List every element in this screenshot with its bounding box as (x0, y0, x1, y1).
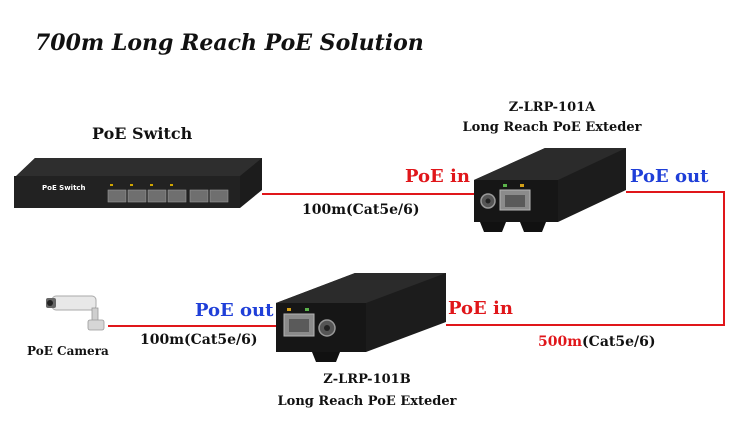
cable-lines (108, 191, 725, 327)
extender-a-poe-in-label: PoE in (405, 166, 470, 187)
extender-a-name: Long Reach PoE Exteder (462, 120, 642, 135)
cable-extender-a-to-b (446, 191, 725, 326)
poe-switch-device: PoE Switch (14, 158, 262, 208)
extender-a-device (474, 148, 626, 232)
extender-b-device (276, 273, 446, 362)
extender-b-poe-out-label: PoE out (195, 300, 274, 321)
cable-label-a-to-b: 500m(Cat5e/6) (538, 334, 655, 350)
extender-b-name: Long Reach PoE Exteder (277, 394, 457, 409)
cable-label-b-to-camera: 100m(Cat5e/6) (140, 332, 258, 348)
switch-leds (110, 184, 173, 186)
extender-b-poe-in-label: PoE in (448, 298, 513, 319)
cable-length-a-to-b: 500m (538, 334, 583, 350)
poe-camera-device (46, 295, 105, 331)
switch-label: PoE Switch (92, 124, 193, 143)
switch-ports (107, 189, 229, 203)
page-title: 700m Long Reach PoE Solution (35, 30, 424, 56)
cable-type-a-to-b: (Cat5e/6) (582, 334, 656, 350)
extender-b-model: Z-LRP-101B (323, 372, 411, 387)
extender-a-model: Z-LRP-101A (508, 100, 596, 115)
switch-device-text: PoE Switch (42, 184, 86, 192)
camera-label: PoE Camera (27, 344, 109, 358)
cable-label-switch-to-a: 100m(Cat5e/6) (302, 202, 420, 218)
extender-a-poe-out-label: PoE out (630, 166, 709, 187)
